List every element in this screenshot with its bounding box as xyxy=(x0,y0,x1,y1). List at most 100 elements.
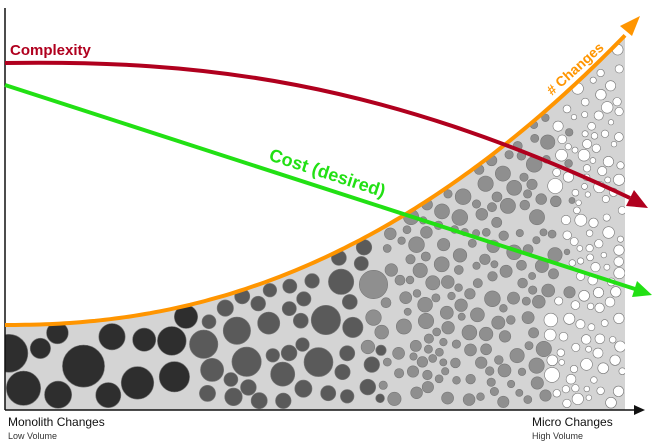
bubble xyxy=(584,191,591,198)
bubble xyxy=(451,339,461,349)
bubble xyxy=(564,159,573,168)
bubble xyxy=(475,356,488,369)
bubble xyxy=(394,274,406,286)
bubble xyxy=(461,324,478,341)
bubble xyxy=(532,236,541,245)
bubble xyxy=(603,263,611,271)
bubble xyxy=(595,89,607,101)
bubble xyxy=(591,143,601,153)
bubble xyxy=(569,364,578,373)
bubble xyxy=(499,197,516,214)
bubble xyxy=(577,257,585,265)
bubble xyxy=(462,393,476,406)
bubble xyxy=(380,297,392,309)
bubble xyxy=(422,369,433,381)
bubble xyxy=(454,283,463,292)
bubble xyxy=(262,283,278,298)
bubble xyxy=(580,97,590,107)
complexity-label: Complexity xyxy=(10,42,92,59)
bubble xyxy=(560,215,571,226)
bubble xyxy=(546,354,558,366)
bubble xyxy=(403,307,412,316)
bubble xyxy=(457,312,466,321)
bubble xyxy=(406,365,419,378)
bubble xyxy=(498,330,512,343)
cost-line xyxy=(4,83,636,291)
bubble xyxy=(571,189,580,197)
bubble xyxy=(481,228,491,237)
bubble xyxy=(613,256,624,267)
bubble xyxy=(365,309,382,326)
bubble xyxy=(428,354,438,363)
bubble xyxy=(471,199,481,209)
bubble xyxy=(384,263,398,277)
bubble xyxy=(516,259,527,271)
bubble xyxy=(497,395,510,408)
bubble xyxy=(521,296,531,306)
bubble xyxy=(292,312,309,329)
bubble xyxy=(341,294,358,310)
bubble xyxy=(275,392,292,409)
bubble xyxy=(588,217,599,228)
bubble xyxy=(405,275,415,285)
bubble xyxy=(441,391,454,405)
bubble xyxy=(265,348,280,363)
bubble xyxy=(558,359,565,366)
bubble xyxy=(561,385,570,394)
bubble xyxy=(532,295,546,309)
bubble xyxy=(5,370,42,406)
bubble xyxy=(589,76,597,84)
bubble xyxy=(464,343,477,357)
bubble xyxy=(574,213,588,227)
bubble xyxy=(222,316,251,345)
bubble xyxy=(487,271,498,282)
bubble xyxy=(423,344,433,354)
bubble xyxy=(587,122,596,131)
bubble xyxy=(586,253,594,262)
bubble xyxy=(535,340,552,357)
bubble xyxy=(375,344,387,356)
bubble xyxy=(581,111,589,118)
bubble xyxy=(521,311,535,324)
bubble xyxy=(604,296,616,308)
bubble xyxy=(563,286,576,299)
bubble xyxy=(528,285,538,295)
bubble xyxy=(472,261,481,270)
bubble xyxy=(526,178,538,190)
bubble xyxy=(575,319,586,330)
bubble xyxy=(571,146,579,154)
bubble xyxy=(543,328,557,342)
bubble xyxy=(558,332,569,342)
bubble xyxy=(450,357,461,369)
bubble xyxy=(585,229,594,237)
bubble xyxy=(562,398,572,408)
bubble xyxy=(497,363,512,378)
bubble xyxy=(431,293,441,303)
bubble xyxy=(360,339,376,355)
bubble xyxy=(547,178,564,194)
bubble xyxy=(5,333,29,373)
bubble xyxy=(340,389,355,404)
bubble xyxy=(604,176,612,184)
bubble xyxy=(240,379,257,396)
bubble xyxy=(589,157,597,164)
bubble xyxy=(320,385,337,402)
bubble xyxy=(310,304,341,335)
bubble xyxy=(613,267,625,279)
bubble xyxy=(158,361,190,393)
bubble xyxy=(470,307,485,323)
bubble xyxy=(601,195,610,203)
bubble xyxy=(571,392,584,405)
bubble xyxy=(296,291,312,307)
bubble xyxy=(557,134,567,145)
bubble xyxy=(200,357,225,382)
complexity-curve xyxy=(4,60,631,200)
bubble xyxy=(506,315,516,325)
bubble xyxy=(447,291,456,301)
bubble xyxy=(477,175,494,192)
bubble xyxy=(420,226,433,239)
bubble xyxy=(328,268,355,295)
bubble xyxy=(467,238,477,248)
bubble xyxy=(570,300,581,310)
